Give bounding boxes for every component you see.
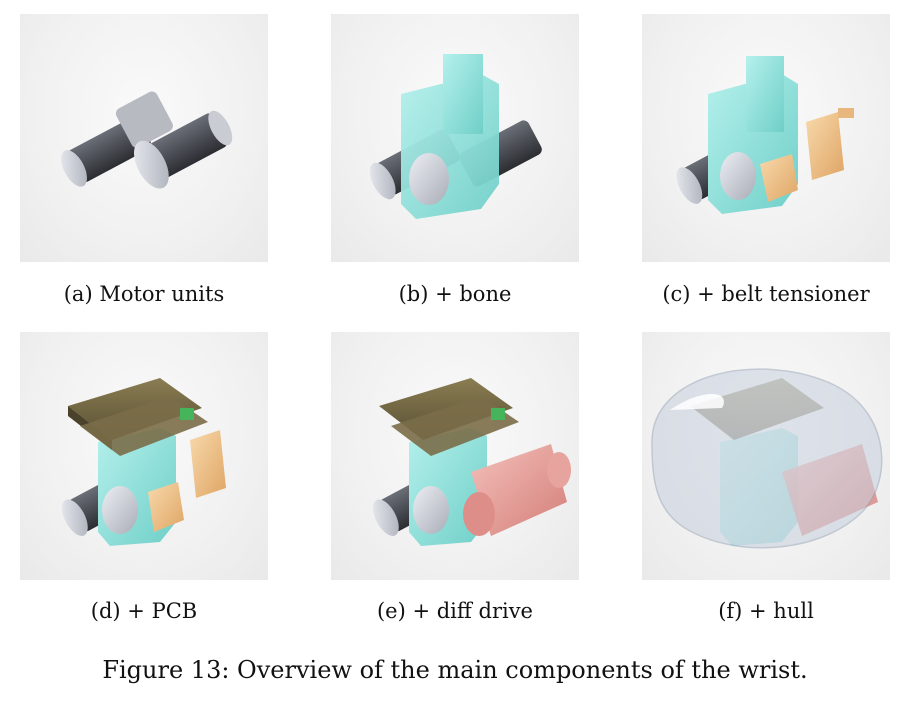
subfigure-b-image (331, 14, 579, 262)
subfigure-f-image (642, 332, 890, 580)
hull-render (651, 368, 883, 549)
subfigure-f-label: (f) + hull (718, 599, 814, 623)
subfigure-b-label: (b) + bone (398, 282, 512, 306)
subfigure-a-label: (a) Motor units (63, 282, 225, 306)
subfigure-a-image (20, 14, 268, 262)
belt-tensioner-render (676, 56, 854, 214)
subfigure-c-image (642, 14, 890, 262)
subfigure-c-label: (c) + belt tensioner (662, 282, 870, 306)
diff-drive-render (372, 378, 571, 546)
bone-render (369, 54, 542, 219)
subfigure-d-label: (d) + PCB (90, 599, 198, 623)
pcb-render (61, 378, 226, 546)
subfigure-e-label: (e) + diff drive (376, 599, 533, 623)
motor-units-render (61, 91, 233, 189)
subfigure-d-image (20, 332, 268, 580)
figure-caption: Figure 13: Overview of the main componen… (102, 656, 808, 684)
subfigure-e-image (331, 332, 579, 580)
